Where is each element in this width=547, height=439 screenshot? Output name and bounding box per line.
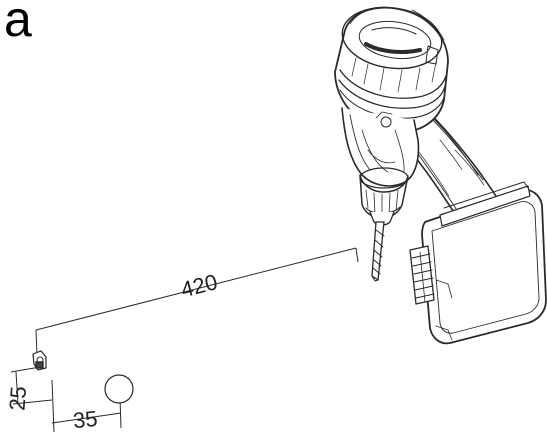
target-marker <box>32 350 47 371</box>
drill-chuck <box>359 167 409 226</box>
width-extension-left <box>51 379 55 433</box>
drill-bit <box>371 221 385 282</box>
height-label: 25 <box>4 385 31 411</box>
motor-housing <box>334 6 449 134</box>
gear-box <box>341 107 420 187</box>
battery-latch <box>409 245 435 305</box>
distance-extension-right <box>355 247 359 263</box>
distance-label: 420 <box>178 269 220 302</box>
width-label: 35 <box>72 406 99 433</box>
power-drill <box>334 6 547 345</box>
height-extension-bottom <box>12 399 53 405</box>
target-hole <box>104 374 134 404</box>
distance-dimension-line <box>35 247 357 331</box>
width-dimension-line <box>51 412 122 424</box>
distance-extension-left <box>35 329 38 357</box>
battery-pack <box>409 181 547 345</box>
panel-label: a <box>4 0 32 47</box>
height-dimension-line <box>15 371 19 405</box>
